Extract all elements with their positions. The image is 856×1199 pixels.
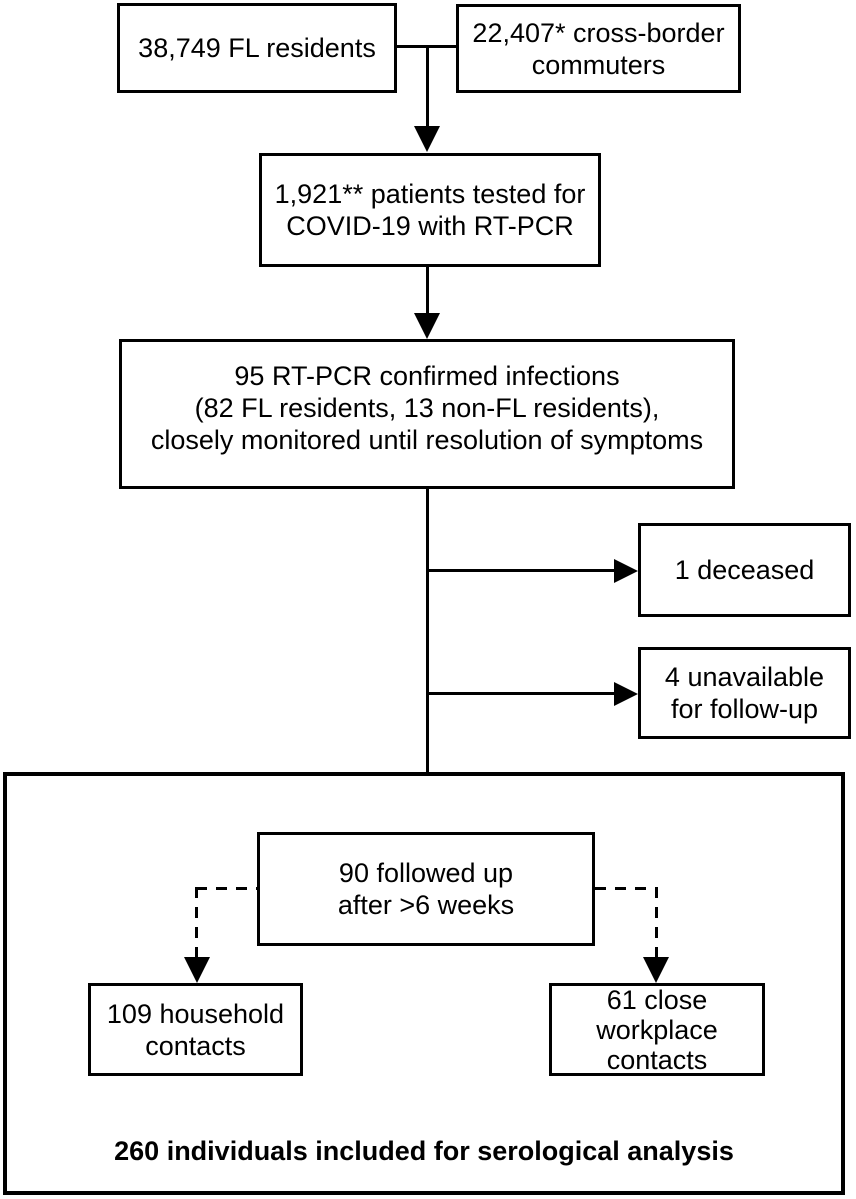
box-text-line: contacts (145, 1030, 246, 1061)
box-unavailable-text: 4 unavailable for follow-up (665, 661, 824, 725)
box-text-line: 38,749 FL residents (138, 33, 376, 63)
box-text-line: after >6 weeks (337, 890, 515, 920)
arrowhead-right-icon (614, 559, 638, 583)
box-text-line: 109 household (106, 998, 285, 1029)
box-followed-up-text: 90 followed up after >6 weeks (338, 857, 514, 921)
arrowhead-down-icon (643, 957, 669, 983)
connector-line-spine-3 (426, 489, 429, 808)
box-deceased: 1 deceased (638, 523, 851, 617)
box-text-line: for follow-up (670, 694, 819, 724)
box-cross-border-commuters: 22,407* cross-border commuters (456, 4, 741, 93)
box-confirmed-infections: 95 RT-PCR confirmed infections (82 FL re… (119, 339, 735, 489)
arrowhead-down-icon (414, 313, 440, 339)
box-workplace-contacts-text: 61 close workplace contacts (596, 985, 718, 1075)
arrowhead-right-icon (614, 682, 638, 706)
box-text-line: workplace (596, 1014, 718, 1045)
connector-line-branch-unavailable (427, 692, 615, 695)
dashed-line-workplace-v (655, 887, 658, 959)
box-household-contacts-text: 109 household contacts (107, 998, 284, 1062)
box-cross-border-commuters-text: 22,407* cross-border commuters (472, 17, 724, 81)
box-patients-tested-text: 1,921** patients tested for COVID-19 wit… (275, 178, 586, 242)
box-household-contacts: 109 household contacts (88, 983, 303, 1076)
serological-note: 260 individuals included for serological… (114, 1136, 734, 1166)
connector-line-branch-deceased (427, 569, 615, 572)
box-text-line: 22,407* cross-border (472, 17, 725, 48)
box-fl-residents-text: 38,749 FL residents (138, 32, 376, 64)
connector-line-spine-2 (426, 267, 429, 315)
box-text-line: 1,921** patients tested for (274, 179, 586, 209)
box-confirmed-infections-text: 95 RT-PCR confirmed infections (82 FL re… (151, 360, 703, 456)
arrowhead-down-icon (184, 957, 210, 983)
box-text-line: 95 RT-PCR confirmed infections (234, 361, 620, 391)
box-followed-up: 90 followed up after >6 weeks (257, 832, 595, 946)
box-text-line: contacts (606, 1044, 708, 1075)
box-unavailable: 4 unavailable for follow-up (638, 647, 851, 739)
box-text-line: (82 FL residents, 13 non-FL residents), (194, 393, 660, 423)
connector-line-spine-1 (426, 45, 429, 128)
dashed-line-workplace-h (595, 887, 656, 890)
box-text-line: 61 close (606, 984, 708, 1015)
arrowhead-down-icon (414, 126, 440, 152)
box-text-line: commuters (531, 49, 666, 80)
box-text-line: 90 followed up (338, 858, 514, 888)
box-text-line: 1 deceased (674, 555, 815, 585)
box-text-line: closely monitored until resolution of sy… (150, 425, 704, 455)
box-fl-residents: 38,749 FL residents (117, 3, 397, 93)
box-text-line: COVID-19 with RT-PCR (286, 211, 574, 241)
box-patients-tested: 1,921** patients tested for COVID-19 wit… (259, 153, 601, 267)
box-deceased-text: 1 deceased (675, 554, 815, 586)
dashed-line-household-v (195, 887, 198, 959)
box-text-line: 4 unavailable (664, 662, 825, 692)
box-workplace-contacts: 61 close workplace contacts (549, 983, 765, 1076)
dashed-line-household-h (196, 887, 257, 890)
